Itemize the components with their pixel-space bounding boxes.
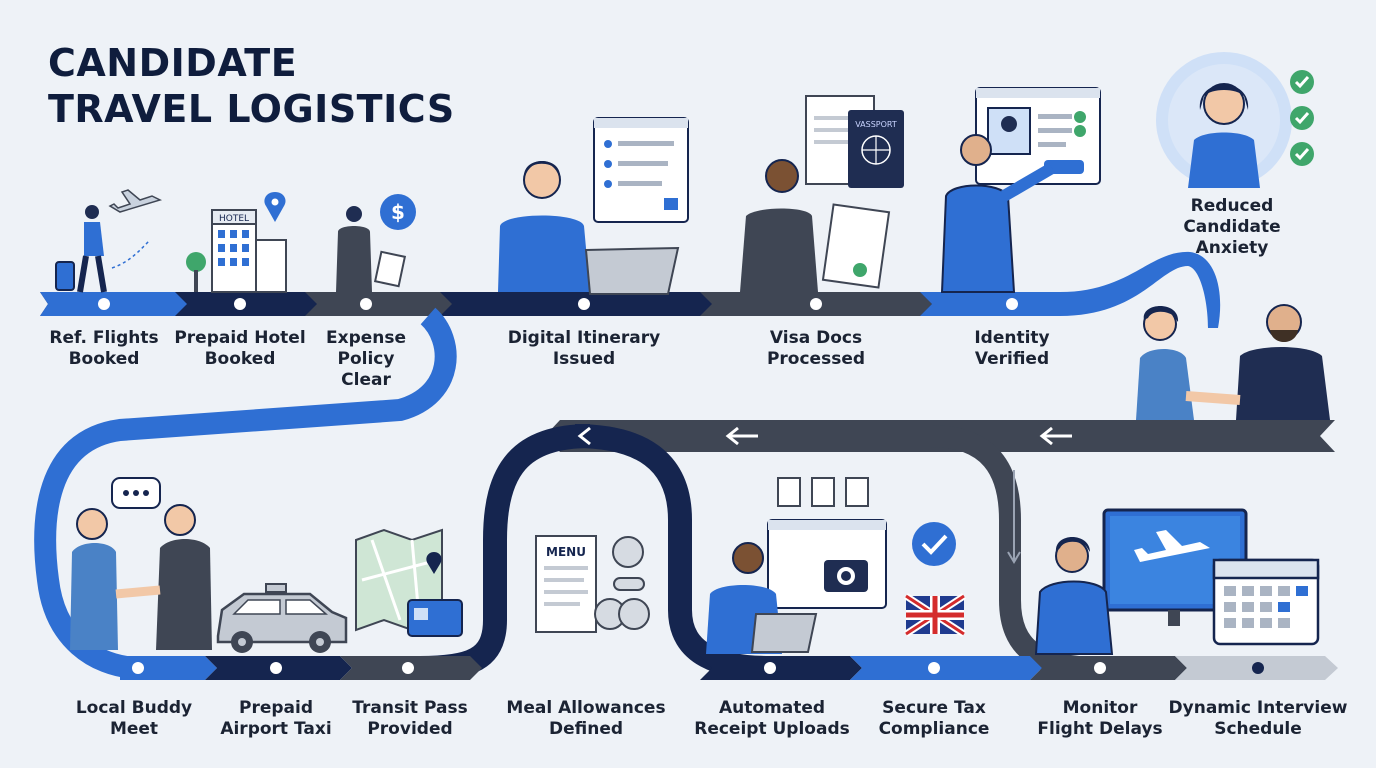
taxi-icon [216,583,348,653]
step-dot-receipt [764,662,776,674]
step-dot-buddy [132,662,144,674]
hotel-icon: HOTEL [186,192,287,293]
title-line-1: CANDIDATE [48,41,298,85]
arrow-left-icon [1039,426,1072,446]
track-bottom-gray-2 [1030,656,1187,680]
calm-candidate-icon [1156,52,1314,188]
outcome-label: Reduced Candidate Anxiety [1183,196,1281,258]
calendar-icon [1212,558,1320,646]
identity-check-icon [940,87,1101,293]
step-receipt: Automated Receipt Uploads [694,698,850,739]
track-swoosh [920,251,1221,328]
track-bottom-blue-2 [850,656,1042,680]
uk-flag-check-icon [904,522,966,637]
step-transit: Transit Pass Provided [352,698,468,739]
step-dot-itinerary [578,298,590,310]
step-taxi: Prepaid Airport Taxi [220,698,332,739]
airplane-traveler-icon [55,189,163,293]
page-title: CANDIDATE TRAVEL LOGISTICS [48,40,455,132]
step-visa: Visa Docs Processed [766,328,866,369]
track-bottom-navy-2 [700,656,862,680]
step-dot-identity [1006,298,1018,310]
step-dot-tax [928,662,940,674]
track-top-gray-1 [305,292,452,316]
expense-clipboard-icon: $ [336,194,416,292]
menu-coins-icon: MENU [535,535,650,633]
step-delays: Monitor Flight Delays [1037,698,1163,739]
title-line-2: TRAVEL LOGISTICS [48,87,455,131]
map-card-icon [355,528,463,637]
itinerary-laptop-icon [498,117,689,295]
step-flights: Ref. Flights Booked [49,328,159,369]
step-expense: Expense Policy Clear [325,328,407,390]
step-hotel: Prepaid Hotel Booked [174,328,306,369]
handshake-icon [1136,304,1330,420]
step-dot-hotel [234,298,246,310]
passport-icon: VASSPORT [740,95,904,292]
menu-text: MENU [546,545,586,559]
arrow-left-icon [725,426,758,446]
step-dot-visa [810,298,822,310]
step-dot-delays [1094,662,1106,674]
step-meal: Meal Allowances Defined [506,698,666,739]
step-identity: Identity Verified [974,328,1050,369]
step-schedule: Dynamic Interview Schedule [1168,698,1348,739]
step-dot-expense [360,298,372,310]
hotel-sign-text: HOTEL [219,214,249,224]
step-dot-schedule [1252,662,1264,674]
track-bottom-blue-1 [120,656,217,680]
step-dot-transit [402,662,414,674]
step-dot-flights [98,298,110,310]
arrow-left-icon [577,426,591,446]
receipt-camera-icon [706,477,887,654]
passport-text: VASSPORT [855,120,897,129]
step-tax: Secure Tax Compliance [878,698,990,739]
track-top-blue-1 [40,292,187,316]
handshake-chat-icon [70,477,212,650]
arrow-down-icon [1007,470,1021,564]
dollar-symbol: $ [391,200,405,224]
step-dot-taxi [270,662,282,674]
step-itinerary: Digital Itinerary Issued [507,328,661,369]
step-buddy: Local Buddy Meet [75,698,193,739]
